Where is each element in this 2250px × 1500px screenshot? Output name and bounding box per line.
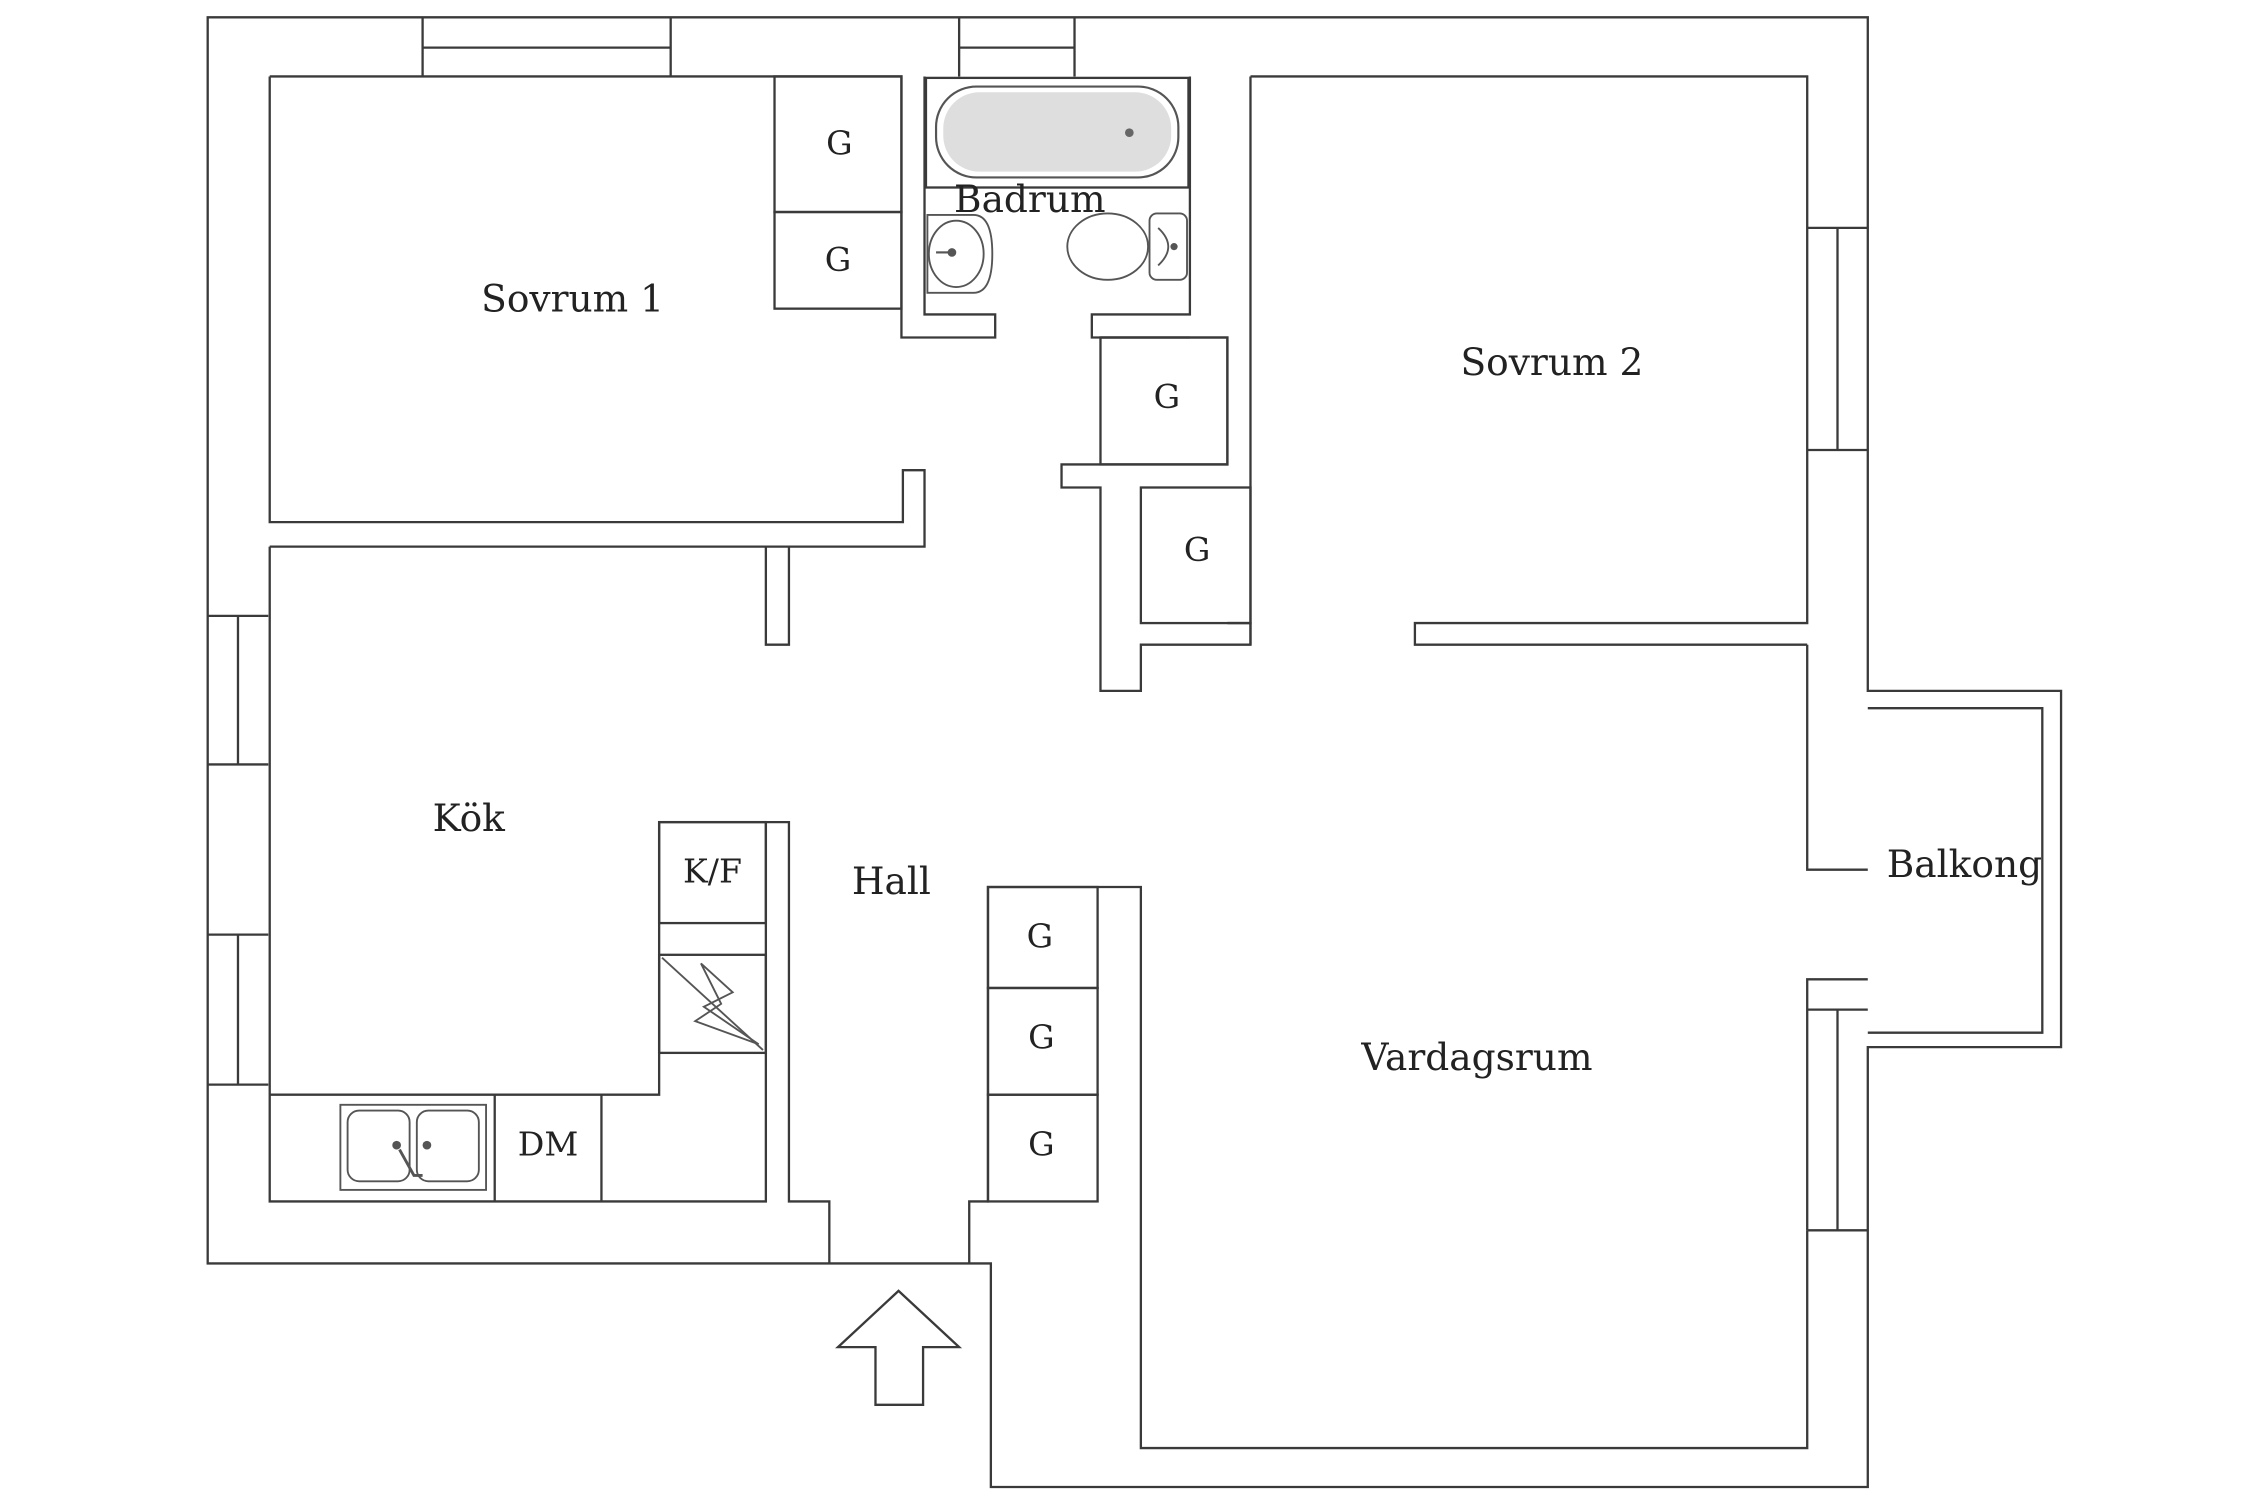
room-balkong: Balkong [1867,707,2044,1034]
fridge-freezer: K/F [657,820,768,925]
closet-hall-2: G [986,986,1099,1096]
room-label-badrum: Badrum [954,177,1106,221]
closet-label: G [825,240,852,279]
corridor-walls: G G [1060,75,1809,693]
window-kok-lower [207,933,269,1086]
window-kok-upper [207,614,269,766]
closet-label: G [1027,917,1054,956]
window-sovrum1 [421,17,672,77]
room-vardagsrum: Vardagsrum [1360,644,1868,1231]
room-hall: G G G Hall [835,859,1809,1450]
room-label-sovrum1: Sovrum 1 [481,277,664,321]
room-kok: K/F DM Kök [268,546,831,1264]
windows [207,17,1868,1232]
closet-label: G [826,123,853,162]
closet-label: G [1184,530,1211,569]
closet-sovrum1-bottom: G [773,210,903,310]
closet-sovrum1-top: G [773,75,903,214]
outer-walls [206,16,2063,1489]
closet-hall-1: G [986,885,1099,990]
dishwasher-label: DM [518,1124,579,1163]
closet-label: G [1028,1124,1055,1163]
sink-icon [926,213,994,294]
room-label-balkong: Balkong [1887,842,2042,886]
toilet-icon [1066,212,1188,281]
room-label-vardagsrum: Vardagsrum [1360,1035,1592,1079]
room-sovrum2: Sovrum 2 [1460,340,1643,384]
closet-hall-3: G [986,1093,1099,1203]
window-badrum [957,17,1076,77]
room-label-sovrum2: Sovrum 2 [1460,340,1643,384]
room-label-hall: Hall [852,859,931,903]
closet-label: G [1154,377,1181,416]
room-sovrum1: G G Sovrum 1 [268,75,997,646]
entrance-arrow-icon [835,1289,963,1406]
room-badrum: Badrum [924,76,1192,339]
closet-label: G [1028,1018,1055,1057]
window-sovrum2 [1807,226,1868,452]
stove-icon [657,953,768,1055]
closet-corridor-lower: G [1139,486,1252,625]
fridge-freezer-label: K/F [683,852,742,891]
bathtub-icon [924,76,1190,189]
kitchen-sink-icon [339,1103,487,1191]
window-vardagsrum [1807,1008,1868,1232]
room-label-kok: Kök [433,796,506,840]
counter [493,1094,603,1202]
closet-corridor-upper: G [1099,336,1229,466]
